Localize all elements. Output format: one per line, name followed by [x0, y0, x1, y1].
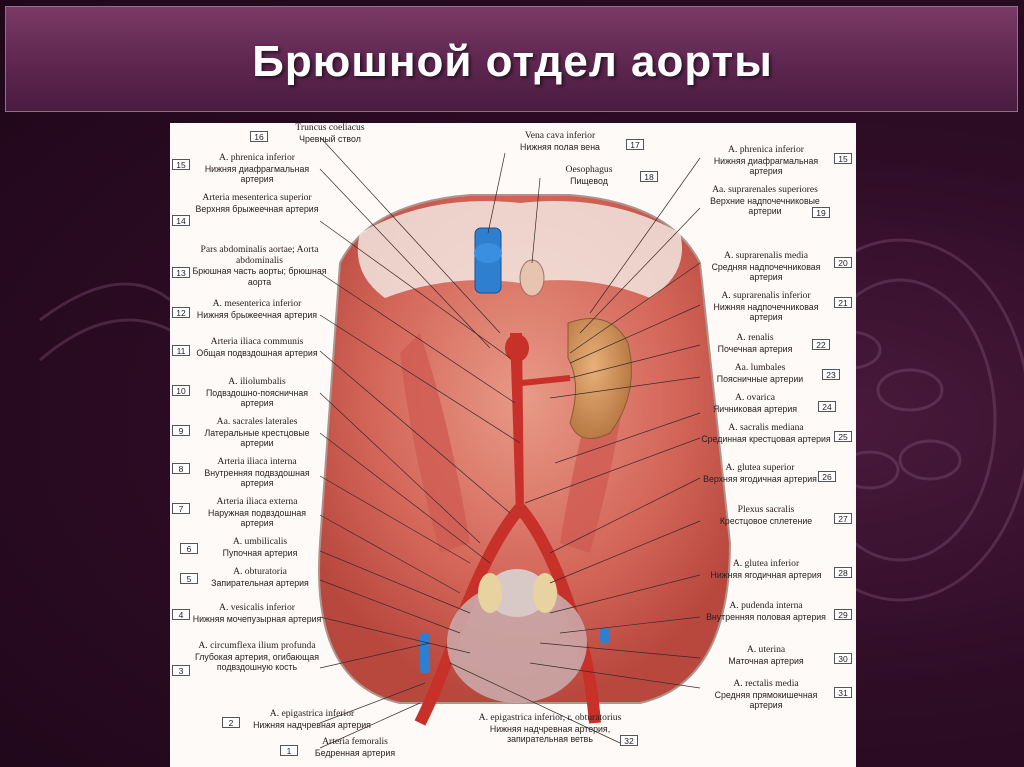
- label-number: 11: [172, 345, 190, 356]
- slide-title: Брюшной отдел аорты: [252, 37, 773, 86]
- label-number: 5: [180, 573, 198, 584]
- label-number: 2: [222, 717, 240, 728]
- label-number: 13: [172, 267, 190, 278]
- label-number: 27: [834, 513, 852, 524]
- label-number: 3: [172, 665, 190, 676]
- label-number: 14: [172, 215, 190, 226]
- label-number: 18: [640, 171, 658, 182]
- label-number: 4: [172, 609, 190, 620]
- label-number: 29: [834, 609, 852, 620]
- label-number: 19: [812, 207, 830, 218]
- title-bar: Брюшной отдел аорты: [5, 6, 1018, 112]
- label-number: 32: [620, 735, 638, 746]
- abdomen-illustration: [318, 136, 732, 749]
- label-number: 24: [818, 401, 836, 412]
- label-number: 26: [818, 471, 836, 482]
- label-number: 20: [834, 257, 852, 268]
- label-number: 8: [172, 463, 190, 474]
- label-number: 6: [180, 543, 198, 554]
- label-number: 15: [172, 159, 190, 170]
- label-epigastrica-obturatorius: A. epigastrica inferior, r. obturatorius…: [478, 712, 622, 744]
- label-number: 30: [834, 653, 852, 664]
- label-number: 31: [834, 687, 852, 698]
- label-number: 16: [250, 131, 268, 142]
- label-number: 25: [834, 431, 852, 442]
- label-number: 1: [280, 745, 298, 756]
- label-number: 23: [822, 369, 840, 380]
- label-number: 7: [172, 503, 190, 514]
- label-number: 15: [834, 153, 852, 164]
- label-number: 17: [626, 139, 644, 150]
- label-number: 21: [834, 297, 852, 308]
- label-number: 10: [172, 385, 190, 396]
- label-number: 22: [812, 339, 830, 350]
- label-number: 28: [834, 567, 852, 578]
- label-number: 12: [172, 307, 190, 318]
- label-aorta-abdominalis: Pars abdominalis aortae; Aorta abdominal…: [192, 244, 327, 287]
- label-number: 9: [172, 425, 190, 436]
